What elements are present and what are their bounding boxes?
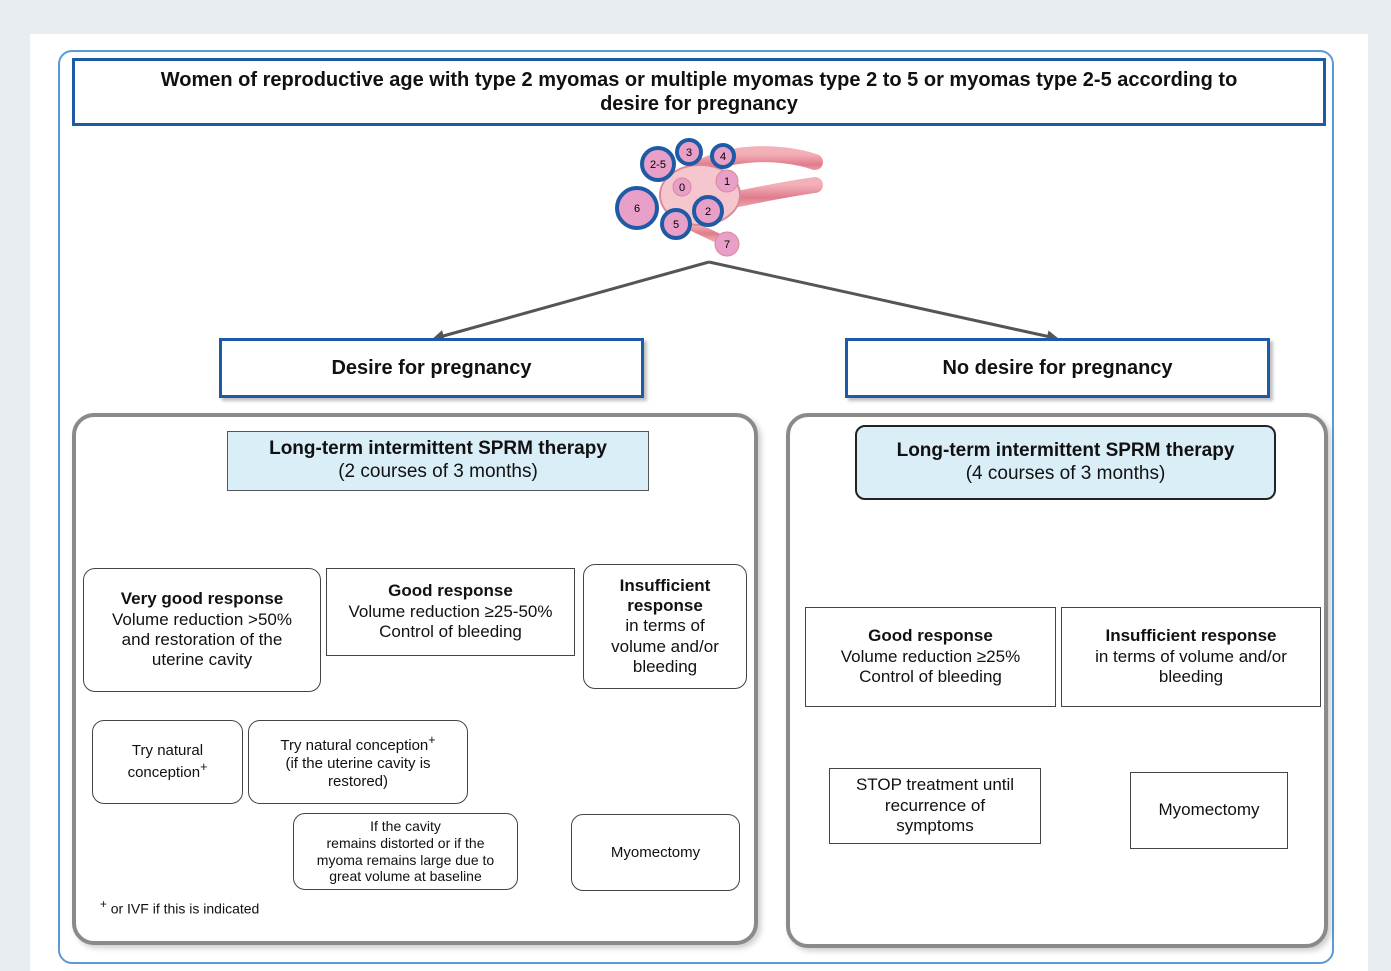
try-natural-1-line1: Try natural (131, 742, 204, 759)
right-myomectomy-label: Myomectomy (1158, 800, 1260, 820)
main-title-box: Women of reproductive age with type 2 my… (72, 58, 1326, 126)
cavity-line3: myoma remains large due to (316, 851, 495, 868)
try-natural-1-sup: + (200, 760, 208, 774)
right-good-response-line1: Volume reduction ≥25% (840, 646, 1021, 666)
left-insufficient-line3: bleeding (632, 657, 698, 677)
left-myomectomy-label: Myomectomy (610, 843, 701, 861)
try-natural-2-line3: restored) (327, 773, 389, 790)
very-good-response-line2: and restoration of the (121, 630, 283, 649)
left-insufficient-line2: volume and/or (611, 636, 719, 656)
svg-text:2: 2 (705, 206, 711, 218)
very-good-response-title: Very good response (120, 589, 284, 609)
svg-text:7: 7 (724, 239, 730, 251)
myoma-2-icon: 2 (692, 195, 724, 227)
stop-line3: symptoms (896, 816, 974, 836)
right-therapy-subtitle: (4 courses of 3 months) (965, 462, 1166, 484)
right-good-response-line2: Control of bleeding (859, 667, 1002, 687)
left-insufficient-response-box: Insufficient response in terms of volume… (583, 564, 747, 689)
left-good-response-box: Good response Volume reduction ≥25-50% C… (326, 568, 575, 656)
cavity-distorted-box: If the cavity remains distorted or if th… (293, 813, 518, 890)
myoma-0-icon: 0 (672, 177, 692, 197)
desire-for-pregnancy-box: Desire for pregnancy (219, 338, 644, 398)
svg-text:0: 0 (679, 182, 685, 194)
svg-text:1: 1 (724, 176, 730, 188)
right-good-response-title: Good response (868, 626, 993, 646)
myoma-1-icon: 1 (715, 169, 739, 193)
stop-line1: STOP treatment until (855, 775, 1015, 795)
right-insufficient-line1: in terms of volume and/or (1095, 646, 1287, 666)
right-good-response-box: Good response Volume reduction ≥25% Cont… (805, 607, 1056, 707)
no-desire-for-pregnancy-box: No desire for pregnancy (845, 338, 1270, 398)
left-good-response-title: Good response (388, 581, 513, 601)
very-good-response-box: Very good response Volume reduction >50%… (83, 568, 321, 692)
myoma-6-icon: 6 (615, 186, 659, 230)
left-therapy-subtitle: (2 courses of 3 months) (338, 461, 538, 482)
try-natural-conception-box-1: Try natural conception+ (92, 720, 243, 804)
right-insufficient-line2: bleeding (1158, 667, 1224, 687)
left-therapy-title: Long-term intermittent SPRM therapy (269, 438, 607, 460)
myoma-7-icon: 7 (714, 231, 740, 257)
cavity-line2: remains distorted or if the (326, 834, 485, 851)
left-good-response-line1: Volume reduction ≥25-50% (348, 601, 553, 621)
svg-text:2-5: 2-5 (650, 159, 666, 171)
desire-for-pregnancy-label: Desire for pregnancy (331, 357, 532, 379)
right-therapy-box: Long-term intermittent SPRM therapy (4 c… (855, 425, 1276, 500)
cavity-line1: If the cavity (370, 817, 441, 834)
svg-text:4: 4 (720, 151, 726, 163)
try-natural-2-line2: (if the uterine cavity is (285, 755, 431, 772)
try-natural-conception-box-2: Try natural conception+ (if the uterine … (248, 720, 468, 804)
try-natural-1-line2: conception (127, 764, 201, 781)
left-insufficient-title-2: response (627, 595, 703, 615)
try-natural-2-line1: Try natural conception (280, 737, 429, 754)
no-desire-for-pregnancy-label: No desire for pregnancy (942, 357, 1173, 379)
stop-line2: recurrence of (884, 795, 986, 815)
very-good-response-line1: Volume reduction >50% (111, 609, 293, 629)
svg-text:5: 5 (673, 219, 679, 231)
myoma-4-icon: 4 (710, 143, 736, 169)
cavity-line4: great volume at baseline (329, 868, 482, 885)
try-natural-1-line2-wrap: conception+ (128, 760, 208, 782)
footnote-text: or IVF if this is indicated (110, 900, 260, 917)
footnote-sup: + (100, 898, 107, 911)
svg-text:3: 3 (686, 147, 692, 159)
footnote: + or IVF if this is indicated (100, 898, 259, 917)
svg-text:6: 6 (634, 203, 640, 215)
myoma-2-5-icon: 2-5 (640, 146, 676, 182)
right-insufficient-title: Insufficient response (1105, 626, 1277, 646)
very-good-response-line3: uterine cavity (151, 650, 253, 670)
myoma-markers: 2-5 3 4 0 1 6 5 2 7 (615, 138, 740, 257)
right-insufficient-response-box: Insufficient response in terms of volume… (1061, 607, 1321, 707)
branch-arrows (432, 260, 1059, 343)
right-myomectomy-box: Myomectomy (1130, 772, 1288, 849)
right-therapy-title: Long-term intermittent SPRM therapy (896, 439, 1235, 461)
left-insufficient-line1: in terms of (625, 616, 705, 636)
left-therapy-box: Long-term intermittent SPRM therapy (2 c… (227, 431, 649, 491)
left-myomectomy-box: Myomectomy (571, 814, 740, 891)
stop-treatment-box: STOP treatment until recurrence of sympt… (829, 768, 1041, 844)
left-good-response-line2: Control of bleeding (379, 622, 522, 642)
try-natural-2-line1-wrap: Try natural conception+ (280, 733, 435, 755)
myoma-3-icon: 3 (675, 138, 703, 166)
main-title: Women of reproductive age with type 2 my… (160, 69, 1238, 115)
myoma-5-icon: 5 (660, 208, 692, 240)
left-insufficient-title-1: Insufficient (619, 575, 711, 595)
try-natural-2-sup: + (428, 733, 436, 747)
